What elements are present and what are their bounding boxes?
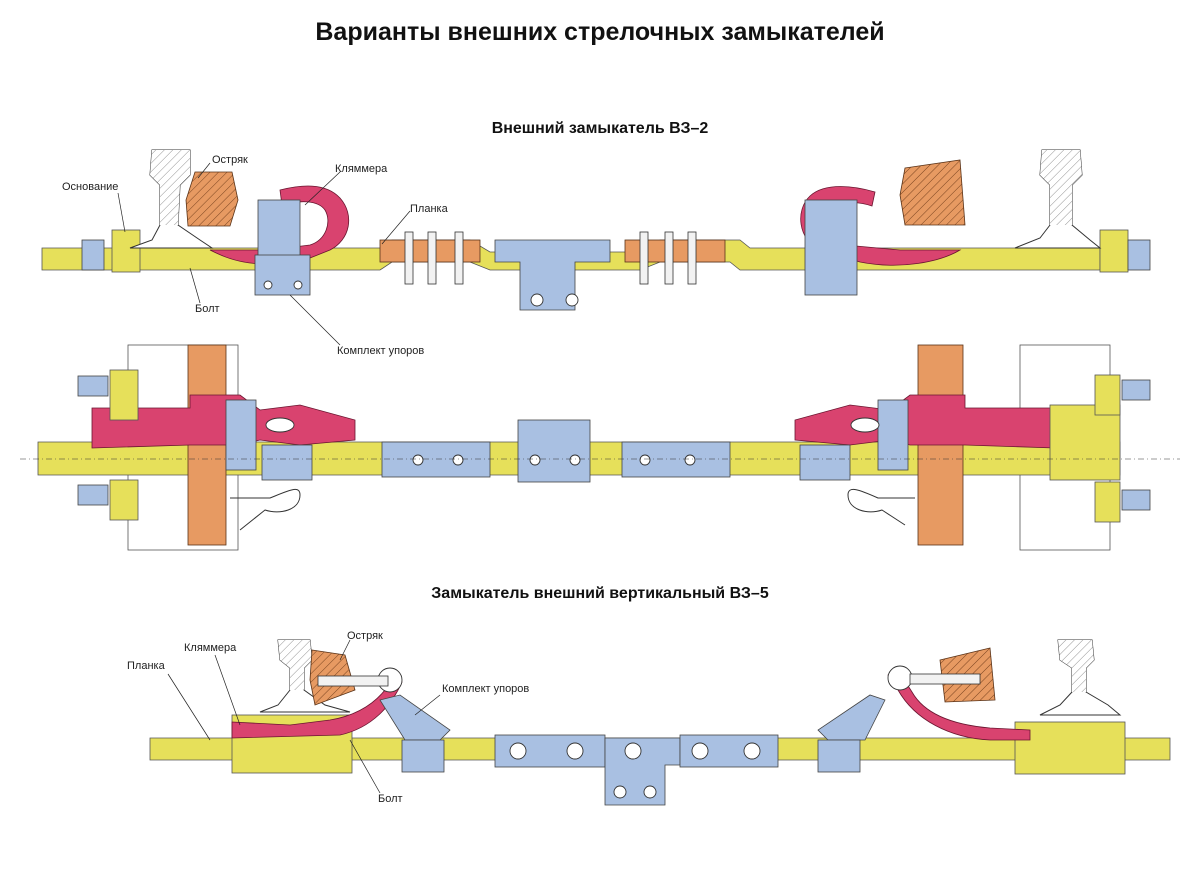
vz2-leader-lines <box>117 162 411 346</box>
vz2-blade-left <box>185 171 239 227</box>
vz2-connector-hole <box>530 293 544 307</box>
vz2-label-osnovanie: Основание <box>62 181 119 193</box>
vz2-top-base-right-b <box>1094 481 1121 523</box>
vz2-top-base-left-b <box>109 479 139 521</box>
vz2-top-end-bolt <box>77 375 109 397</box>
vz2-side-view <box>41 149 1151 346</box>
vz2-end-bolt-left <box>81 239 105 271</box>
vz2-top-stops-right <box>877 399 909 471</box>
vz5-section-title: Замыкатель внешний вертикальный ВЗ–5 <box>431 585 769 602</box>
vz2-top-view <box>20 344 1180 551</box>
vz5-label-bolt: Болт <box>378 793 403 805</box>
vz2-top-eye-left <box>265 417 295 433</box>
vz2-top-end-bolt <box>1121 379 1151 401</box>
vz2-top-plate-left <box>381 441 491 478</box>
vz2-top-lever-right <box>847 488 915 526</box>
vz2-stops-left-upper <box>257 199 301 261</box>
vz5-leader-lines <box>167 639 441 794</box>
vz2-label-ostryak: Остряк <box>212 154 248 166</box>
vz2-plate-bolts-left <box>404 231 464 285</box>
vz5-bolt-left <box>317 675 389 687</box>
vz2-top-plate-holes <box>412 454 696 466</box>
page-title: Варианты внешних стрелочных замыкателей <box>315 18 885 46</box>
vz2-stop-hole <box>293 280 303 290</box>
vz2-top-base-left-a <box>109 369 139 421</box>
vz2-top-end-bolt <box>77 484 109 506</box>
vz2-base-left <box>111 229 141 273</box>
vz5-label-komplekt: Комплект упоров <box>442 683 530 695</box>
vz2-top-stops-left-b <box>261 444 313 481</box>
vz2-top-plate-right <box>621 441 731 478</box>
vz5-stops-left <box>379 694 451 741</box>
vz5-plate-holes <box>509 742 761 799</box>
vz5-label-ostryak: Остряк <box>347 630 383 642</box>
vz5-side-view <box>149 639 1171 806</box>
vz5-stops-right <box>817 694 886 741</box>
vz2-plate-right <box>624 239 726 263</box>
vz2-end-bolt-right <box>1127 239 1151 271</box>
vz2-stop-hole <box>263 280 273 290</box>
vz5-stops-right-base <box>817 739 861 773</box>
vz5-bolt-right <box>909 673 981 685</box>
vz2-section-title: Внешний замыкатель ВЗ–2 <box>491 120 709 137</box>
vz2-stops-right <box>804 199 858 296</box>
vz2-rail-right-hatch <box>1040 150 1082 225</box>
vz2-connector-hole <box>565 293 579 307</box>
vz5-label-klyammera: Кляммера <box>184 642 237 654</box>
vz5-label-planka: Планка <box>127 660 165 672</box>
vz5-rail-left-hatch <box>278 640 312 690</box>
vz2-top-center <box>517 419 591 483</box>
vz2-top-base-right <box>1049 404 1121 481</box>
vz2-plate-bolts-right <box>639 231 697 285</box>
vz5-eye-right <box>887 665 913 691</box>
vz2-top-end-bolt <box>1121 489 1151 511</box>
vz2-top-clamp-left <box>91 394 356 449</box>
vz5-base-right <box>1014 721 1126 775</box>
vz2-blade-right <box>899 159 966 226</box>
vz2-label-bolt: Болт <box>195 303 220 315</box>
vz2-top-lever-left <box>230 488 301 531</box>
vz2-top-stops-right-b <box>799 444 851 481</box>
vz2-label-komplekt: Комплект упоров <box>337 345 425 357</box>
vz2-top-base-right-a <box>1094 374 1121 416</box>
vz2-rail-left-hatch <box>150 150 190 225</box>
vz2-top-clamp-right <box>794 394 1056 449</box>
vz2-top-eye-right <box>850 417 880 433</box>
vz2-label-planka: Планка <box>410 203 448 215</box>
vz2-center-connector <box>494 239 611 311</box>
vz2-top-stops-left <box>225 399 257 471</box>
vz2-label-klyammera: Кляммера <box>335 163 388 175</box>
vz2-base-right <box>1099 229 1129 273</box>
vz2-stops-left-lower <box>254 254 311 296</box>
vz5-stops-left-base <box>401 739 445 773</box>
vz5-rail-right-hatch <box>1058 640 1094 692</box>
